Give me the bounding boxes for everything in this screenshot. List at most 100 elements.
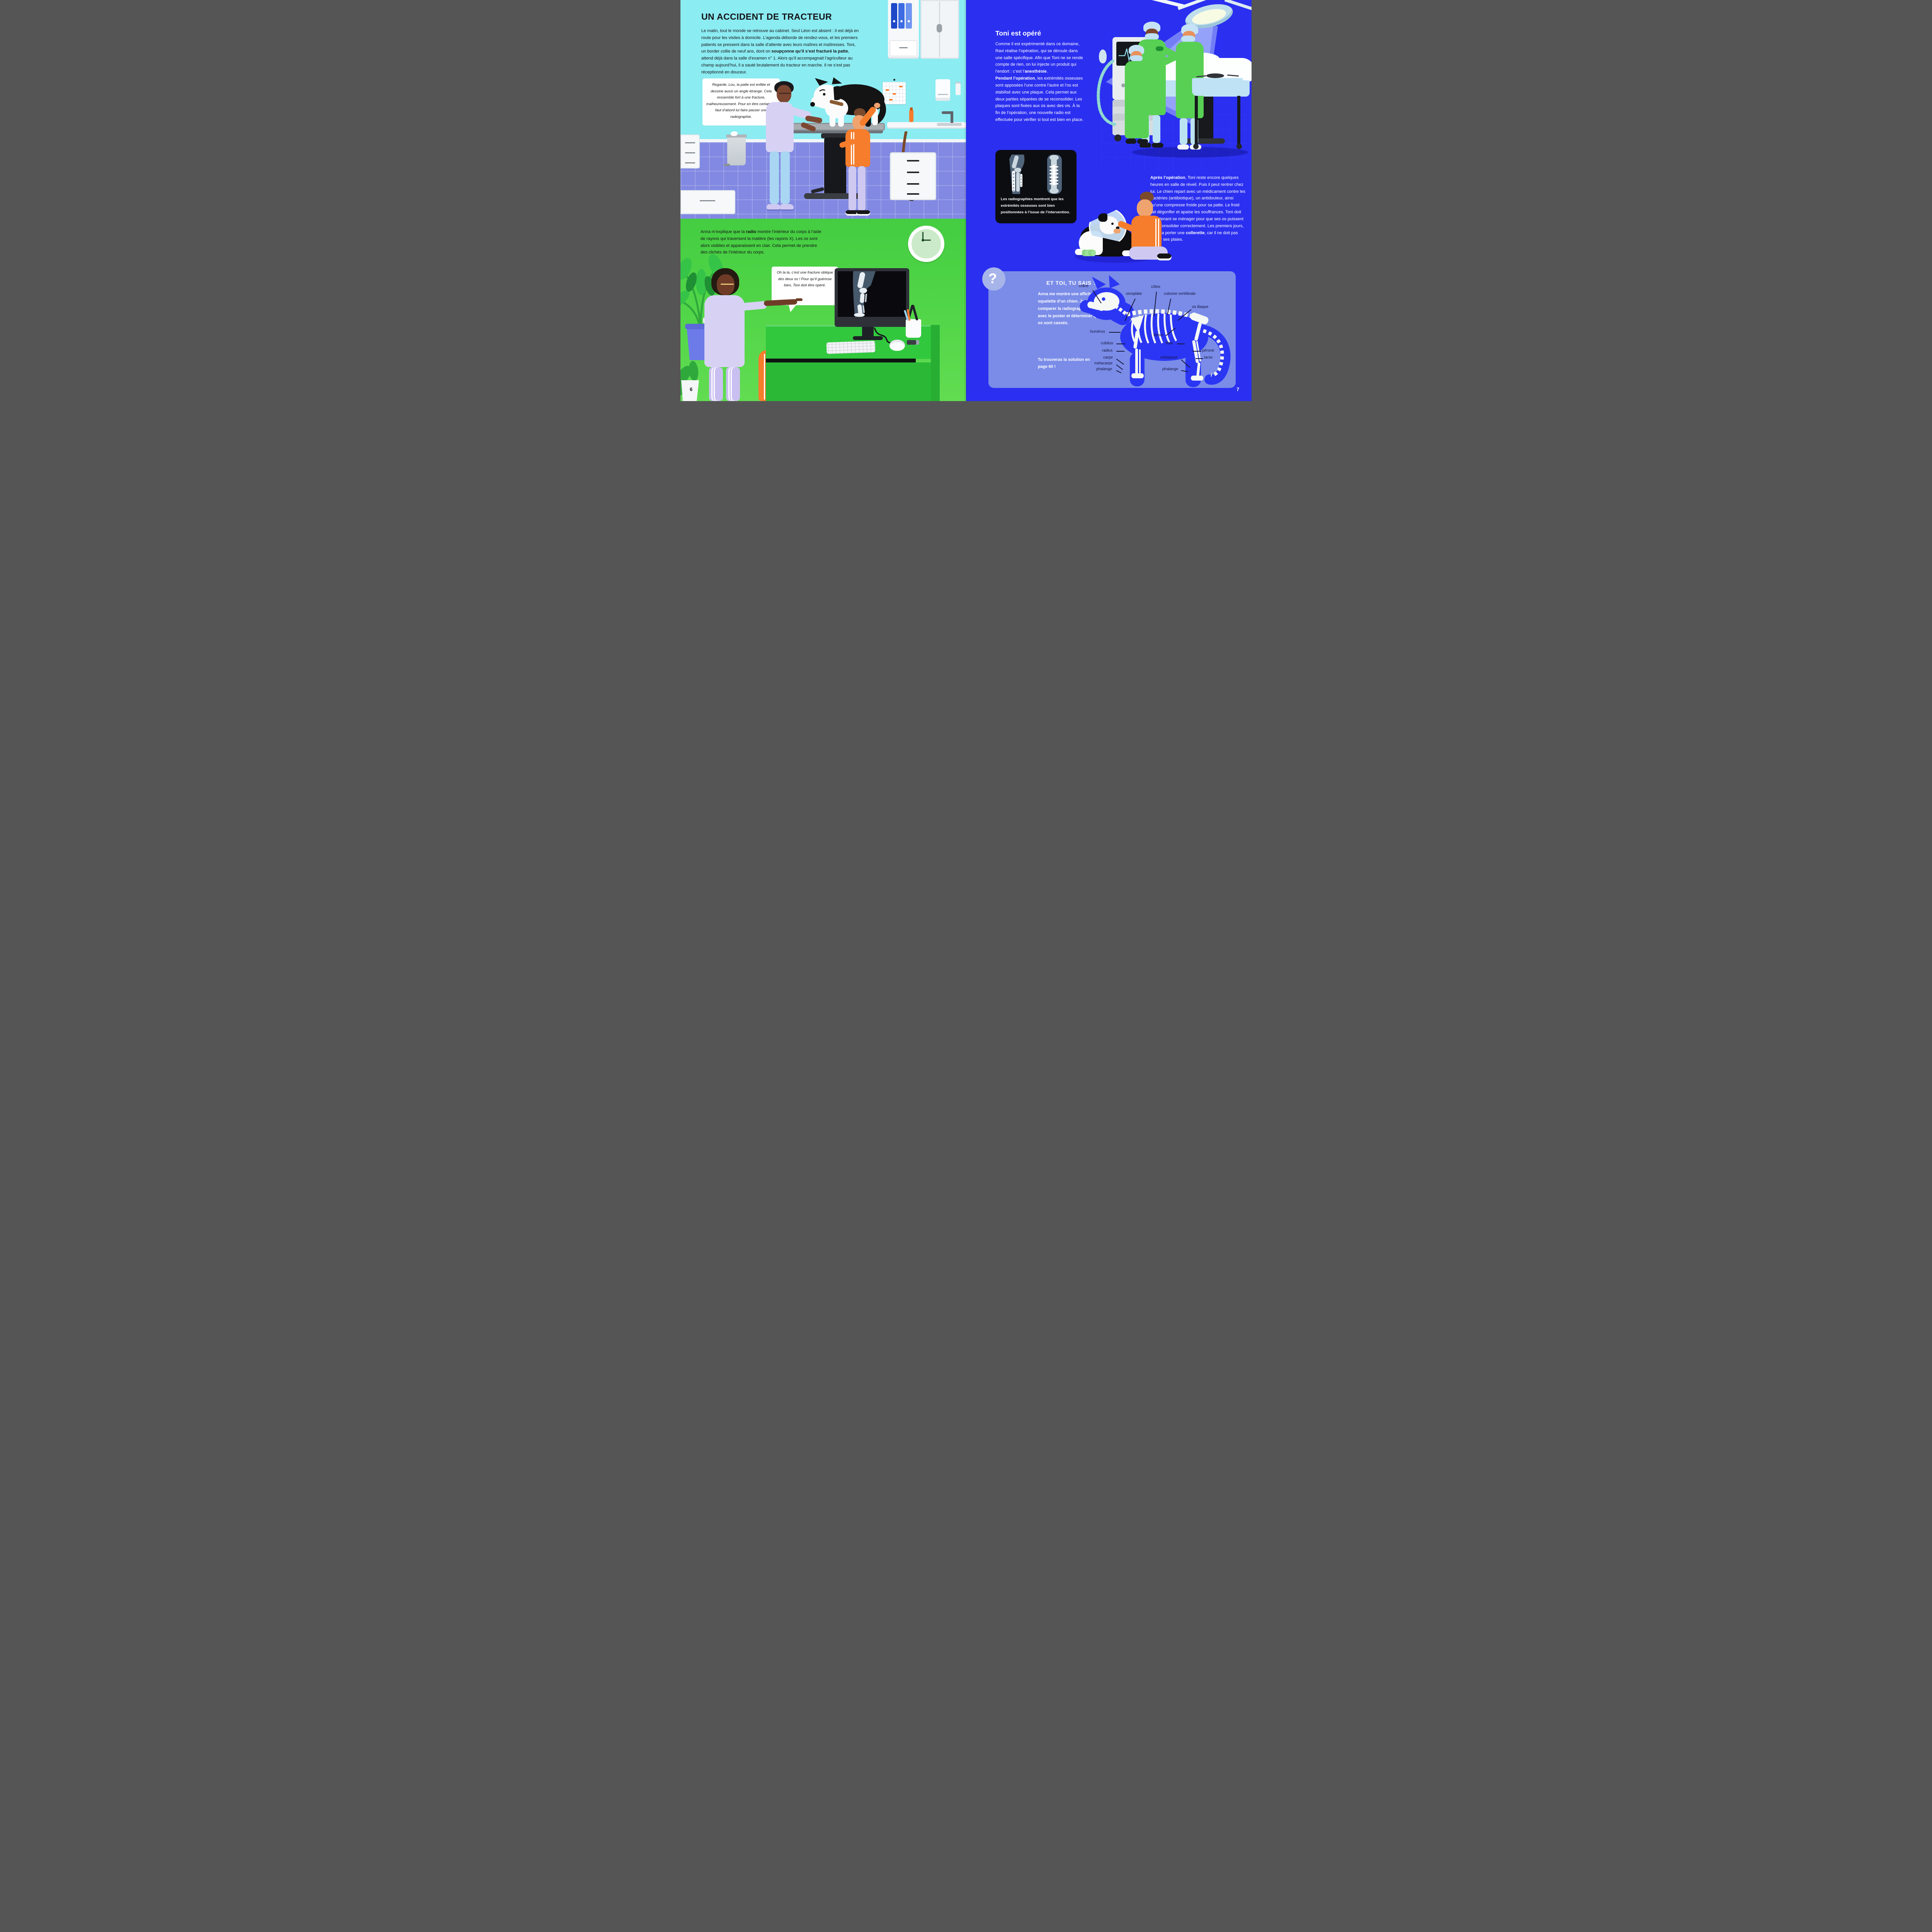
sink-basin (937, 123, 962, 126)
vet-figure (759, 81, 823, 217)
girl3-stripe-1 (1155, 219, 1156, 250)
page-number-right: 7 (1236, 386, 1240, 392)
leader-phalange-rear (1181, 370, 1188, 372)
bottle-orange (909, 110, 913, 122)
binder-blue-light (906, 3, 912, 29)
dog-ear-patch (1098, 213, 1107, 222)
wall-clock (908, 226, 944, 262)
breathing-hose (1097, 60, 1117, 126)
clock-minute-hand (922, 232, 923, 241)
binder-blue-mid (898, 3, 905, 29)
label-os-iliaque: os iliaque (1192, 305, 1209, 309)
girl3-jacket (1131, 216, 1162, 252)
radio-seg-1: Anna m’explique que la (701, 230, 746, 234)
label-phalange-rear: phalange (1162, 367, 1179, 371)
girl2-stripe-1 (764, 354, 765, 400)
page-left: UN ACCIDENT DE TRACTEUR Le matin, tout l… (680, 0, 966, 401)
page-right: Toni est opéré Comme il est expérimenté … (966, 0, 1252, 401)
page-number-left: 6 (690, 386, 693, 392)
surgeon2-gown (1125, 61, 1149, 138)
op-p1-s3: . (1046, 69, 1048, 74)
op-p2-bold: Pendant l’opération (995, 76, 1035, 81)
label-humerus: humérus (1090, 330, 1105, 334)
woman-pant-left (709, 367, 723, 401)
op-p1-bold: anesthésie (1024, 69, 1047, 74)
surgeon1-pant-r (1153, 115, 1160, 143)
surgeon3-glove (1156, 46, 1163, 51)
dog-skeleton-diagram (1080, 275, 1231, 387)
trash-can (727, 136, 746, 165)
drawer-handle-1 (907, 160, 919, 162)
girl3-hand (1114, 229, 1121, 233)
file-cabinet-bottom-handle (700, 200, 715, 201)
file-cabinet-handle-2 (685, 152, 695, 153)
surgeon1-shoe-r (1152, 143, 1163, 148)
operation-paragraphs: Comme il est expérimenté dans ce domaine… (995, 41, 1084, 124)
binder-dot-2 (900, 20, 903, 22)
quiz-heading: ET TOI, TU SAIS ? (1046, 280, 1097, 286)
surgeon3-clog-l (1177, 145, 1189, 150)
radio-paragraph: Anna m’explique que la radio montre l’in… (701, 229, 825, 256)
girl-pant-left (849, 166, 856, 211)
intro-paragraph: Le matin, tout le monde se retrouve au c… (701, 28, 860, 76)
drawer-handle-3 (907, 183, 919, 185)
radio-seg-3: montre l’intérieur du corps à l’aide de … (701, 230, 821, 255)
faucet-neck (951, 111, 953, 123)
exam-table-column-cap (821, 133, 849, 138)
surgeon1-shoe-l (1139, 143, 1151, 148)
leader-os-iliaque (1177, 309, 1192, 321)
dog-cast-green (1082, 250, 1096, 256)
breathing-bag (1099, 49, 1107, 63)
usb-stick (907, 340, 919, 345)
girl-jacket-stripe2 (853, 132, 854, 165)
leader-femur (1165, 328, 1176, 336)
page-gutter (964, 0, 968, 401)
desk-front-shadow (766, 359, 916, 362)
paper-towel-dispenser (935, 79, 950, 101)
dog-toni-on-table (810, 77, 886, 127)
instrument-table-wheel-1 (1193, 144, 1199, 149)
leader-cotes (1153, 291, 1157, 316)
leader-colonne (1167, 298, 1171, 315)
quiz-body: Anna me montre une affiche du squelette … (1038, 292, 1104, 326)
monitor-base (853, 336, 883, 340)
soap-dispenser (956, 83, 961, 95)
monitor-stand (862, 327, 874, 337)
girl-jacket-stripe (851, 132, 852, 165)
leader-metatarse (1181, 359, 1190, 368)
speech-bubble-exam-text: Regarde, Lou, la patte est enflée et des… (706, 83, 776, 119)
vet-clog-left (767, 204, 781, 209)
desk-front (766, 362, 940, 401)
radio-seg-bold: radio (746, 230, 757, 234)
girl-recovery (1114, 192, 1174, 264)
woman-head (717, 274, 735, 295)
speech-bubble-xray-text: Oh la la, c’est une fracture oblique des… (777, 270, 833, 287)
surgeon3-pant-l (1180, 118, 1187, 145)
girl-lou-exam (836, 103, 886, 216)
exam-table-edge (772, 131, 883, 133)
question-mark-badge (982, 267, 1005, 291)
exam-table-base (804, 193, 863, 199)
surgeon2-mask (1130, 55, 1143, 61)
book-spread: UN ACCIDENT DE TRACTEUR Le matin, tout l… (680, 0, 1252, 401)
xray-panel (995, 150, 1077, 223)
label-femur: fémur (1153, 333, 1163, 337)
wall-trim (680, 139, 966, 142)
surgeon1-mask (1145, 33, 1159, 40)
leader-crane (1092, 290, 1102, 304)
leader-tarse (1196, 358, 1203, 359)
section-heading: Toni est opéré (995, 29, 1041, 37)
xray-caption: Les radiographies montrent que les extré… (1001, 197, 1070, 214)
surgeon-right (1156, 24, 1204, 151)
operation-paragraph-1: Comme il est expérimenté dans ce domaine… (995, 41, 1084, 75)
drawer-handle-4 (907, 193, 919, 195)
trash-pedal (724, 164, 730, 166)
vet-head (777, 85, 791, 103)
label-omoplate: omoplate (1126, 292, 1142, 296)
after-seg-bold2: collerette (1185, 230, 1205, 235)
girl3-head (1137, 199, 1153, 217)
instrument-table-wheel-2 (1236, 144, 1242, 149)
leader-perone (1192, 351, 1201, 352)
girl-hand-up (874, 103, 880, 108)
leader-omoplate (1124, 298, 1136, 321)
